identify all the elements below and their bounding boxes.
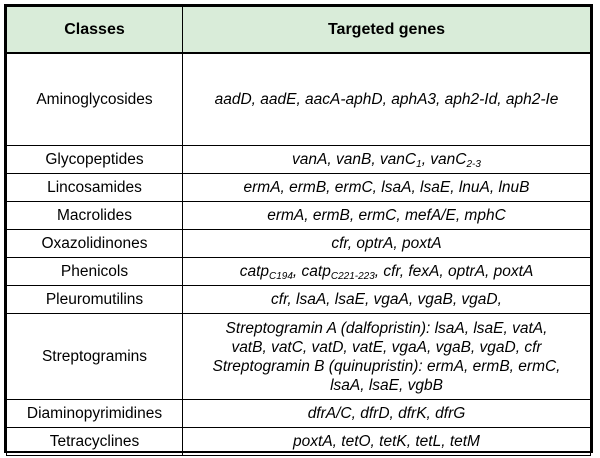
genes-line: Streptogramin B (quinupristin): ermA, er… <box>212 357 561 375</box>
genes-cell: Streptogramin A (dalfopristin): lsaA, ls… <box>182 313 591 400</box>
class-cell: Aminoglycosides <box>6 52 183 146</box>
table-row: Streptogramins Streptogramin A (dalfopri… <box>6 313 591 400</box>
genes-line: vatB, vatC, vatD, vatE, vgaA, vgaB, vgaD… <box>231 338 542 356</box>
genes-cell: catpC194, catpC221-223, cfr, fexA, optrA… <box>182 257 591 286</box>
table-header-row: Classes Targeted genes <box>6 6 591 54</box>
genes-text: vanA, vanB, vanC <box>292 151 417 168</box>
genes-line: Streptogramin A (dalfopristin): lsaA, ls… <box>225 319 548 337</box>
header-classes: Classes <box>6 6 183 54</box>
genes-subscript: C194 <box>269 271 293 282</box>
table-row: Glycopeptides vanA, vanB, vanC1, vanC2-3 <box>6 145 591 174</box>
header-targeted-genes: Targeted genes <box>182 6 591 54</box>
genes-text: , catp <box>292 263 331 280</box>
genes-text: catp <box>239 263 270 280</box>
class-cell: Phenicols <box>6 257 183 286</box>
genes-cell: vanA, vanB, vanC1, vanC2-3 <box>182 145 591 174</box>
antibiotic-genes-table-container: Classes Targeted genes Aminoglycosides a… <box>4 4 593 456</box>
table-row: Macrolides ermA, ermB, ermC, mefA/E, mph… <box>6 201 591 230</box>
genes-cell: cfr, lsaA, lsaE, vgaA, vgaB, vgaD, <box>182 285 591 314</box>
genes-subscript: 2-3 <box>466 159 481 170</box>
genes-cell: cfr, optrA, poxtA <box>182 229 591 258</box>
table-row: Diaminopyrimidines dfrA/C, dfrD, dfrK, d… <box>6 399 591 428</box>
class-cell: Lincosamides <box>6 173 183 202</box>
genes-cell: ermA, ermB, ermC, lsaA, lsaE, lnuA, lnuB <box>182 173 591 202</box>
genes-subscript: 1 <box>416 159 422 170</box>
class-cell: Streptogramins <box>6 313 183 400</box>
table-row: Lincosamides ermA, ermB, ermC, lsaA, lsa… <box>6 173 591 202</box>
genes-cell: dfrA/C, dfrD, dfrK, dfrG <box>182 399 591 428</box>
class-cell: Macrolides <box>6 201 183 230</box>
table-row: Oxazolidinones cfr, optrA, poxtA <box>6 229 591 258</box>
genes-subscript: C221-223 <box>330 271 375 282</box>
genes-cell: aadD, aadE, aacA-aphD, aphA3, aph2-Id, a… <box>182 52 591 146</box>
table-row: Aminoglycosides aadD, aadE, aacA-aphD, a… <box>6 52 591 146</box>
class-cell: Pleuromutilins <box>6 285 183 314</box>
table-row: Tetracyclines poxtA, tetO, tetK, tetL, t… <box>6 427 591 456</box>
class-cell: Glycopeptides <box>6 145 183 174</box>
table-row: Phenicols catpC194, catpC221-223, cfr, f… <box>6 257 591 286</box>
genes-text: , cfr, fexA, optrA, poxtA <box>374 263 534 280</box>
class-cell: Oxazolidinones <box>6 229 183 258</box>
class-cell: Diaminopyrimidines <box>6 399 183 428</box>
table-row: Pleuromutilins cfr, lsaA, lsaE, vgaA, vg… <box>6 285 591 314</box>
genes-cell: poxtA, tetO, tetK, tetL, tetM <box>182 427 591 456</box>
class-cell: Tetracyclines <box>6 427 183 456</box>
genes-line: lsaA, lsaE, vgbB <box>330 376 443 394</box>
genes-text: , vanC <box>421 151 467 168</box>
genes-cell: ermA, ermB, ermC, mefA/E, mphC <box>182 201 591 230</box>
antibiotic-genes-table: Classes Targeted genes Aminoglycosides a… <box>6 6 591 456</box>
